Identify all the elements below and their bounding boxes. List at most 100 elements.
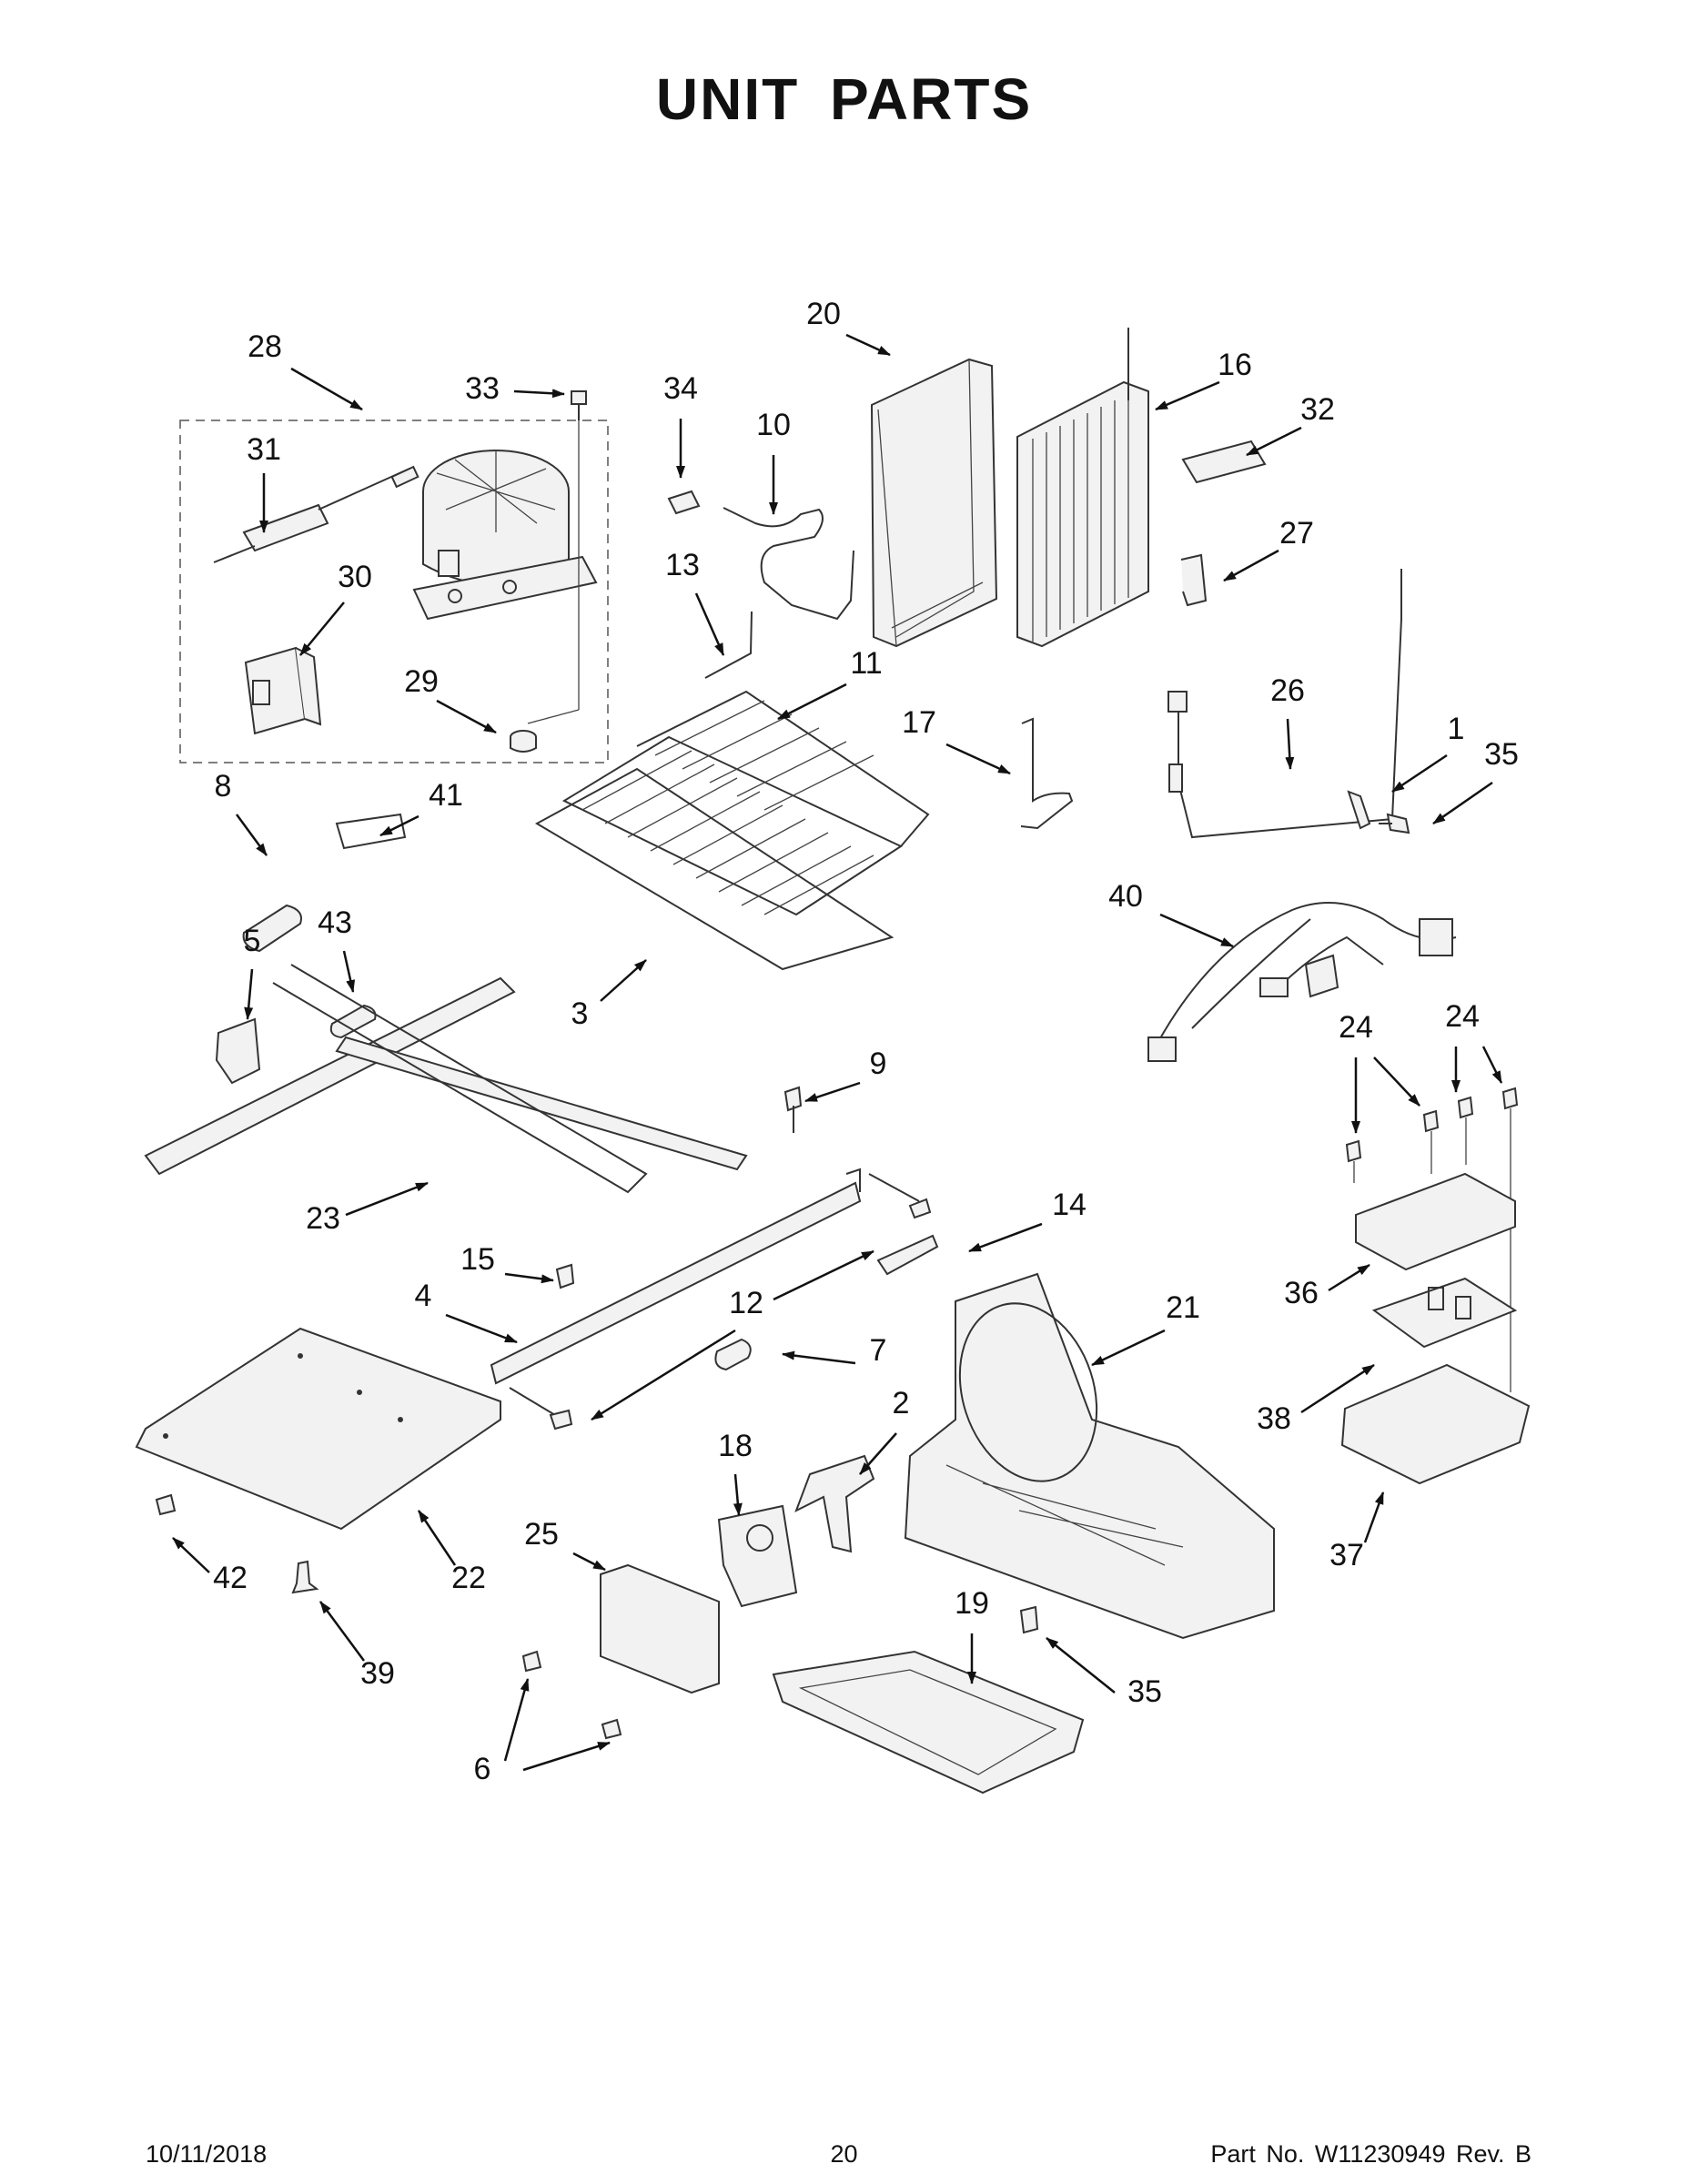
callout-number: 7 (870, 1333, 887, 1368)
condenser-16-drawing (1016, 328, 1149, 648)
leader-arrow (522, 1741, 611, 1772)
leader-arrow (445, 1313, 518, 1344)
clip-34-drawing (667, 490, 701, 515)
leader-arrow (503, 1678, 530, 1762)
callout-34: 34 (663, 371, 698, 479)
callout-number: 28 (248, 329, 282, 364)
callout-number: 1 (1448, 712, 1465, 746)
callout-23: 23 (306, 1181, 429, 1236)
control-cover-36-drawing (1355, 1172, 1516, 1271)
footer-date: 10/11/2018 (146, 2140, 268, 2168)
callout-number: 42 (213, 1561, 248, 1595)
callout-41: 41 (379, 778, 463, 837)
callout-13: 13 (665, 548, 725, 656)
drier-drawing (213, 465, 419, 563)
tie-14-drawing (876, 1234, 939, 1276)
leader-arrow (299, 602, 345, 656)
callout-number: 35 (1484, 737, 1519, 772)
callout-number: 43 (318, 905, 352, 940)
callout-36: 36 (1284, 1263, 1370, 1310)
callout-number: 27 (1279, 516, 1314, 551)
part-39-drawing (291, 1560, 319, 1594)
compressor-kit-outline (179, 420, 609, 763)
leader-arrow (1155, 380, 1220, 411)
callout-number: 24 (1339, 1010, 1373, 1045)
leader-arrow (1432, 781, 1493, 825)
callout-number: 18 (718, 1429, 753, 1463)
callout-30: 30 (299, 560, 372, 656)
leader-arrow (379, 814, 419, 837)
callout-3: 3 (571, 959, 647, 1031)
callout-17: 17 (902, 705, 1011, 775)
callout-43: 43 (318, 905, 356, 993)
callout-number: 32 (1300, 392, 1335, 427)
callout-24b: 24 (1445, 999, 1503, 1093)
callout-32: 32 (1246, 392, 1335, 457)
callout-number: 15 (460, 1242, 495, 1277)
leader-arrow (436, 699, 497, 734)
drain-pan-19-drawing (772, 1650, 1085, 1795)
callout-number: 13 (665, 548, 700, 582)
tube-10-drawing (723, 507, 854, 621)
callout-38: 38 (1257, 1363, 1375, 1436)
callout-20: 20 (806, 297, 891, 357)
leader-arrow (1391, 753, 1448, 794)
callout-number: 22 (451, 1561, 486, 1595)
callout-number: 38 (1257, 1401, 1291, 1436)
callout-16: 16 (1155, 348, 1252, 411)
leader-arrow (504, 1272, 554, 1284)
callout-6: 6 (474, 1678, 611, 1786)
grommet-drawing (510, 730, 537, 753)
screw-35b-drawing (1019, 1605, 1039, 1634)
footer-part-number: Part No. W11230949 Rev. B (1210, 2140, 1531, 2168)
leader-arrow (290, 367, 363, 411)
callout-number: 35 (1127, 1674, 1162, 1709)
leader-arrow (968, 1222, 1043, 1253)
callout-number: 9 (870, 1046, 887, 1081)
leader-arrow (694, 592, 725, 656)
control-base-37-drawing (1340, 1363, 1531, 1485)
callout-number: 10 (756, 408, 791, 442)
leader-arrow (591, 1329, 736, 1421)
callout-number: 20 (806, 297, 841, 331)
callout-31: 31 (247, 432, 281, 533)
leader-arrow (859, 1432, 897, 1475)
callout-number: 29 (404, 664, 439, 699)
callout-21: 21 (1091, 1290, 1200, 1367)
leader-arrow (244, 968, 254, 1020)
leader-arrow (1046, 1637, 1116, 1694)
callout-number: 5 (244, 924, 261, 958)
leader-arrow (1373, 1057, 1420, 1107)
harness-26-drawing (1167, 569, 1402, 839)
callout-number: 14 (1052, 1188, 1087, 1222)
leader-arrow (804, 1081, 861, 1103)
leader-arrow (513, 389, 565, 399)
part-42-drawing (155, 1493, 177, 1516)
fan-motor-18-drawing (717, 1504, 798, 1608)
callout-40: 40 (1108, 879, 1234, 948)
leader-arrow (1285, 718, 1295, 770)
callout-10: 10 (756, 408, 791, 515)
leader-arrow (1223, 549, 1279, 582)
leader-arrow (235, 814, 268, 856)
leader-arrow (1091, 1329, 1166, 1367)
leader-arrow (777, 682, 847, 721)
callout-25: 25 (524, 1517, 606, 1572)
callout-24a: 24 (1339, 1010, 1420, 1134)
callout-number: 36 (1284, 1276, 1319, 1310)
callout-number: 25 (524, 1517, 559, 1552)
callout-5: 5 (244, 924, 261, 1020)
callout-number: 34 (663, 371, 698, 406)
leader-arrow (172, 1537, 210, 1573)
duct-20-drawing (870, 358, 998, 648)
callout-22: 22 (417, 1510, 486, 1595)
callout-number: 41 (429, 778, 463, 813)
leader-arrow (1159, 913, 1234, 948)
callout-8: 8 (215, 769, 268, 856)
part-7-drawing (714, 1338, 752, 1371)
rail-4-drawing (490, 1168, 862, 1385)
screws-24-drawing (1345, 1087, 1519, 1392)
callout-number: 17 (902, 705, 936, 740)
shroud-21-drawing (904, 1272, 1275, 1640)
